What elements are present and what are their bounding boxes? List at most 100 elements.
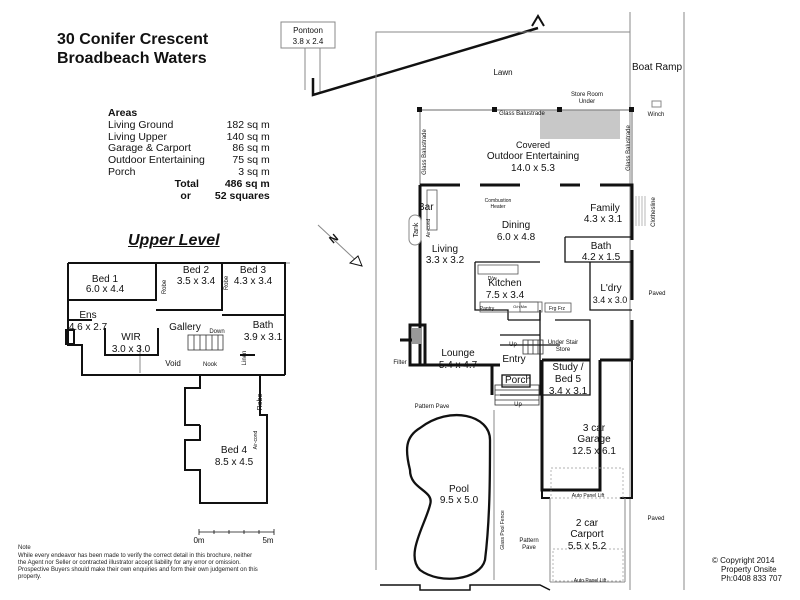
room-upper-bath-name: Bath [253,320,274,331]
label-aircond-bed4: Air-cond [253,430,259,449]
room-kitchen-size: 7.5 x 3.4 [486,290,525,301]
room-ldry-name: L'dry [600,283,621,294]
address-line-2: Broadbeach Waters [57,50,207,67]
room-study-name: Study / [552,362,583,373]
fireplace [412,328,422,344]
room-carport-size: 5.5 x 5.2 [568,541,607,552]
label-auto-panel-lift-garage: Auto Panel Lift [572,493,605,499]
label-pattern: Pattern [519,538,538,544]
room-bath-size: 4.2 x 1.5 [582,252,621,263]
label-auto-panel-lift-carport: Auto Panel Lift [574,578,607,584]
room-bed2-size: 3.5 x 3.4 [177,276,216,287]
label-up-porch: Up [514,402,522,408]
label-combustion: Combustion [485,198,512,204]
label-pave: Pave [522,545,536,551]
room-bed4-name: Bed 4 [221,445,248,456]
label-boat-ramp: Boat Ramp [632,62,682,73]
scale-bar [198,529,275,535]
label-robe-bed3: Robe [224,275,230,290]
property-address: 30 Conifer Crescent Broadbeach Waters [57,30,208,68]
room-living-size: 3.3 x 3.2 [426,255,465,266]
room-pontoon-size: 3.8 x 2.4 [293,37,324,46]
room-garage-name2: Garage [577,434,611,445]
address-line-1: 30 Conifer Crescent [57,31,209,48]
label-aircond-ground: Air-cond [426,218,432,237]
label-glass-balustrade-right: Glass Balustrade [626,125,632,171]
label-store-room: Store Room [571,92,603,98]
room-outdoor-size: 14.0 x 5.3 [511,163,555,174]
label-paved-upper: Paved [648,291,665,297]
room-family-name: Family [590,203,619,214]
copyright-icon: © [712,556,718,565]
note-heading: Note [18,545,31,551]
label-frg-frz: Frg Frz [549,306,566,312]
label-pattern-pave: Pattern Pave [415,404,450,410]
room-garage-size: 12.5 x 6.1 [572,446,616,457]
label-lawn: Lawn [493,68,512,77]
room-dining-size: 6.0 x 4.8 [497,232,536,243]
room-lounge-name: Lounge [441,348,475,359]
label-glass-pool-fence: Glass Pool Fence [500,510,506,550]
pool-outline [405,413,492,580]
label-pantry: Pantry [480,306,495,312]
areas-heading: Areas [108,107,138,119]
label-glass-balustrade-left: Glass Balustrade [422,129,428,175]
label-filter: Filter [393,360,406,366]
room-wir-name: WIR [121,332,140,343]
label-tank: Tank [413,222,420,237]
label-down: Down [209,329,224,335]
room-carport-name2: Carport [570,529,604,540]
label-store: Store [556,347,571,353]
label-oven: O/n Mw [513,304,527,309]
copyright-line2: Property Onsite [721,565,777,574]
room-outdoor-prefix: Covered [516,140,550,150]
label-winch: Winch [648,112,665,118]
label-gallery: Gallery [169,322,201,333]
label-glass-balustrade-top: Glass Balustrade [499,111,545,117]
label-robe-bed4: Robe [257,394,264,411]
room-bed3-name: Bed 3 [240,265,267,276]
label-porch: Porch [505,375,531,386]
room-bed1-size: 6.0 x 4.4 [86,284,125,295]
room-study-name2: Bed 5 [555,374,582,385]
label-paved-lower: Paved [647,516,664,522]
label-dw: D/w [488,276,497,282]
room-dining-name: Dining [502,220,530,231]
room-outdoor-name: Outdoor Entertaining [487,151,579,162]
north-arrow-icon [348,255,363,267]
room-garage-name: 3 car [583,423,606,434]
room-upper-bath-size: 3.9 x 3.1 [244,332,283,343]
room-pontoon-name: Pontoon [293,26,323,35]
room-pool-name: Pool [449,484,469,495]
room-living-name: Living [432,244,458,255]
room-family-size: 4.3 x 3.1 [584,214,623,225]
arrow-up-icon [531,14,545,27]
label-nook: Nook [203,362,218,368]
room-ens-name: Ens [79,310,96,321]
room-carport-name: 2 car [576,518,599,529]
winch-icon [651,100,662,108]
label-void: Void [165,359,181,368]
label-bar: Bar [418,202,434,213]
store-room-area [540,110,620,139]
label-up-stairs: Up [509,342,517,348]
scale-end: 5m [262,536,273,545]
label-robe-bed2: Robe [162,279,168,294]
room-study-size: 3.4 x 3.1 [549,386,588,397]
room-bed4-size: 8.5 x 4.5 [215,457,254,468]
label-linen: Linen [242,351,248,366]
label-under-stair: Under Stair [548,340,578,346]
note-text: While every endeavor has been made to ve… [18,553,258,580]
label-heater: Heater [490,204,505,210]
copyright-line1: Copyright 2014 [720,556,775,565]
jetty-line [311,26,539,97]
label-store-under: Under [579,99,595,105]
